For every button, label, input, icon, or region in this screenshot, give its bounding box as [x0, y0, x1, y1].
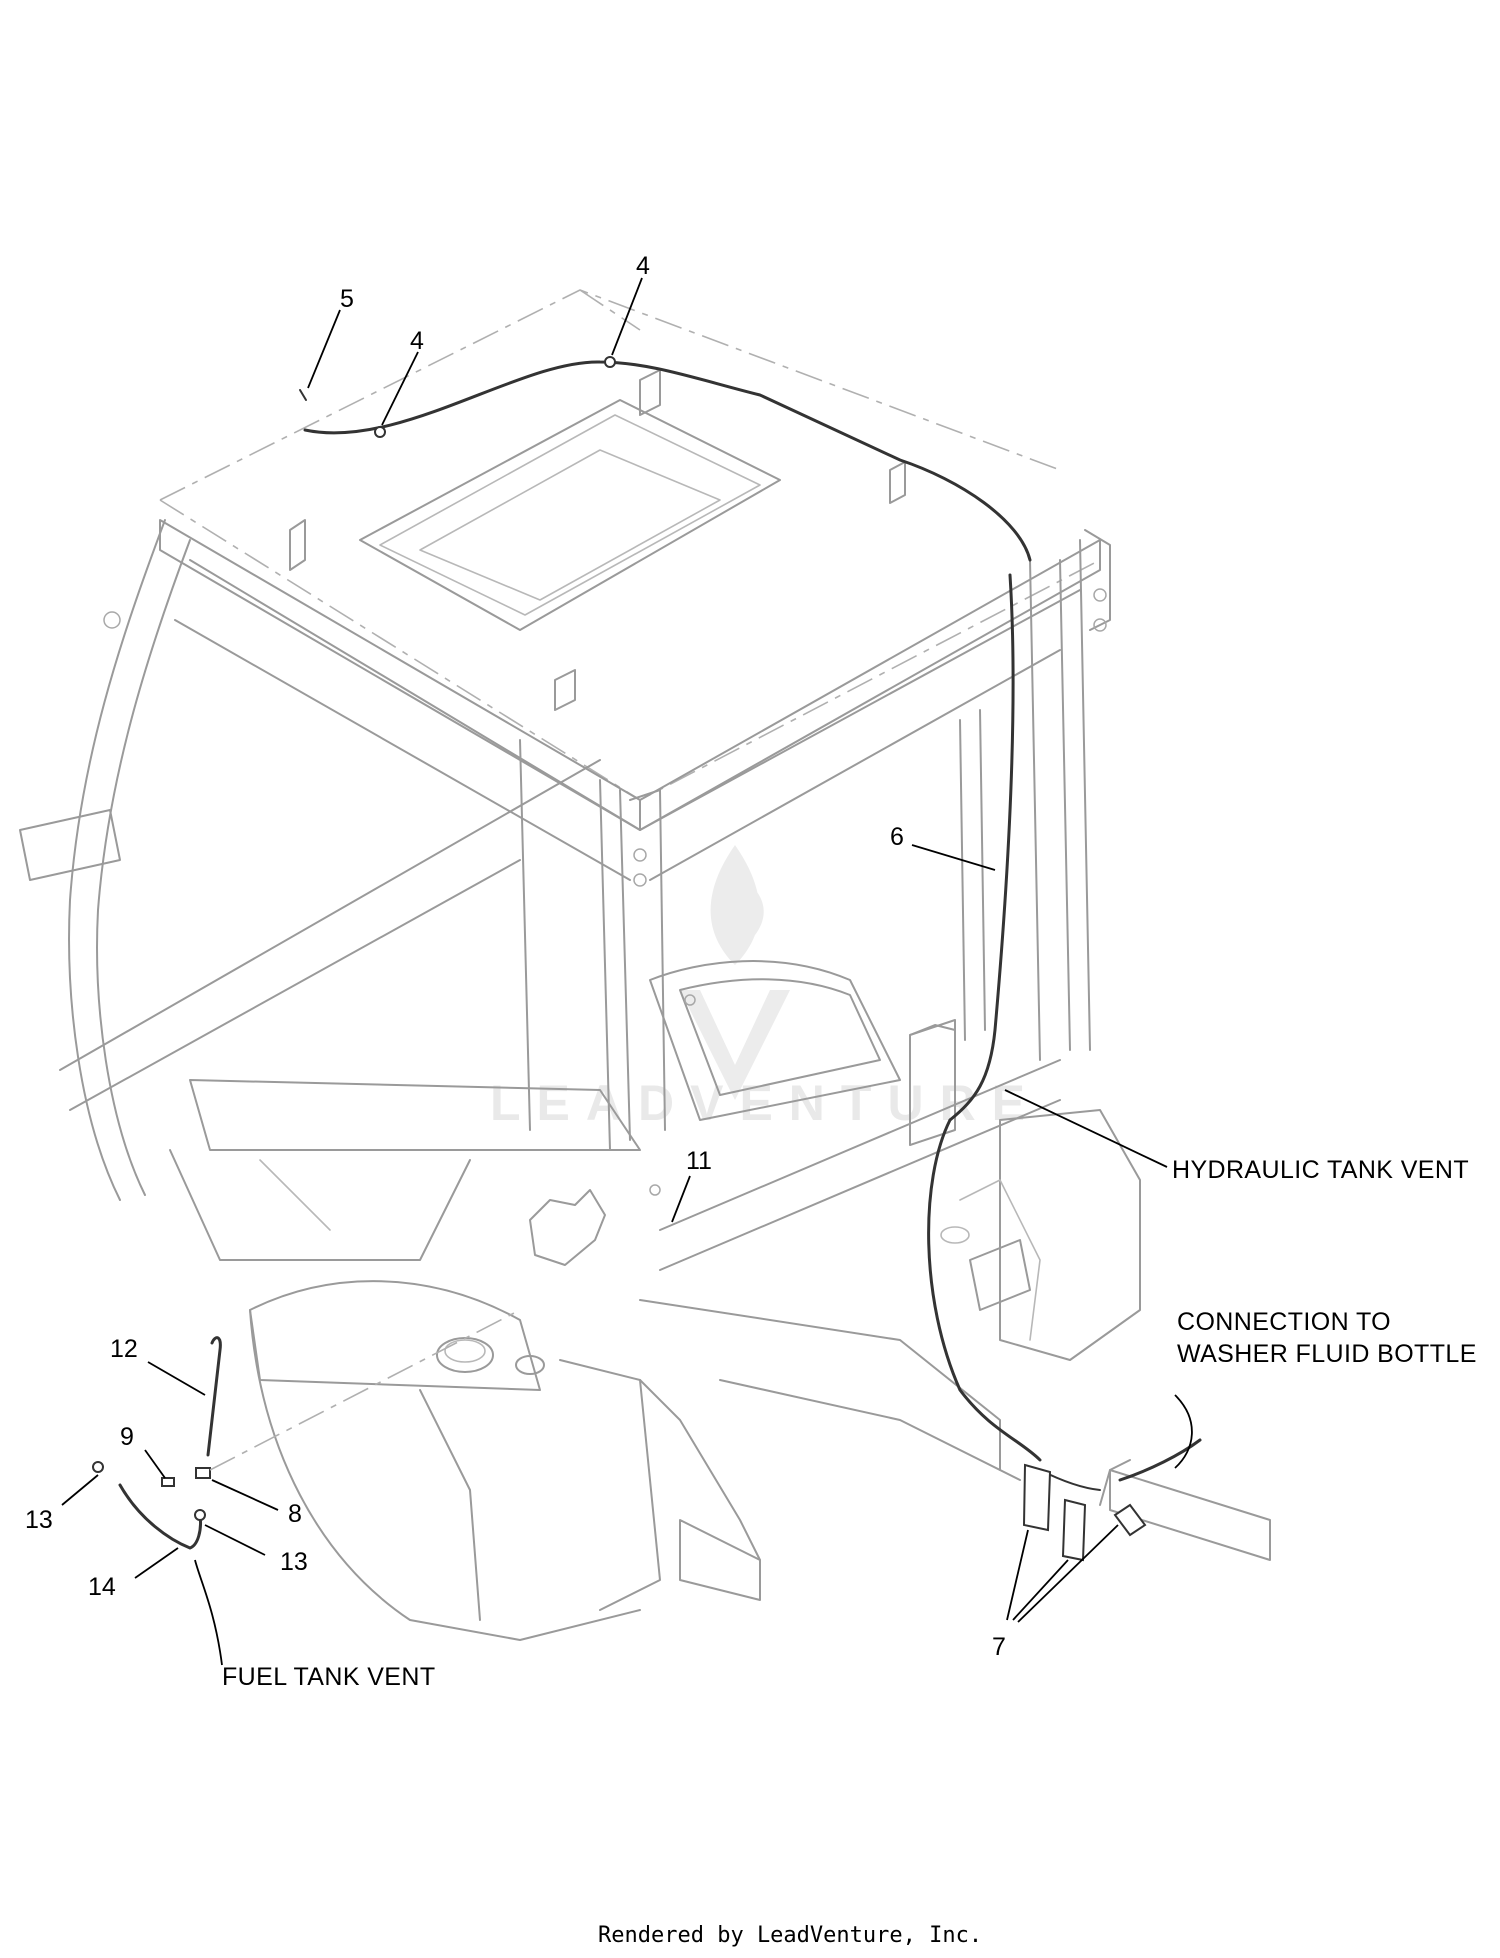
- callout-9: 9: [120, 1423, 134, 1451]
- connection-note-line1: CONNECTION TO: [1177, 1308, 1391, 1336]
- callout-4: 4: [636, 252, 650, 280]
- notes: HYDRAULIC TANK VENT CONNECTION TO WASHER…: [222, 1156, 1477, 1691]
- callout-8: 8: [288, 1500, 302, 1528]
- fuel-tank-vent-note: FUEL TANK VENT: [222, 1663, 436, 1691]
- callout-labels: 5 4 4 6 11 12 9 8 13 13 14 7: [25, 252, 1006, 1661]
- callout-5: 5: [340, 285, 354, 313]
- hydraulic-tank-vent-note: HYDRAULIC TANK VENT: [1172, 1156, 1469, 1184]
- callout-12: 12: [110, 1335, 138, 1363]
- callout-13: 13: [280, 1548, 308, 1576]
- connection-note-line2: WASHER FLUID BOTTLE: [1177, 1340, 1477, 1368]
- fuel-tank-vent-hose: [92, 1309, 521, 1550]
- callout-6: 6: [890, 823, 904, 851]
- watermark-text: LEADVENTURE: [490, 1075, 1041, 1131]
- callout-13: 13: [25, 1506, 53, 1534]
- footer-credit: Rendered by LeadVenture, Inc.: [598, 1923, 982, 1948]
- watermark-logo: LEADVENTURE: [490, 845, 1041, 1131]
- leader-lines: [61, 277, 1193, 1666]
- hydraulic-vent-hose: [299, 356, 1202, 1562]
- cab-frame: [19, 289, 1271, 1641]
- callout-11: 11: [686, 1147, 712, 1175]
- callout-4: 4: [410, 327, 424, 355]
- callout-7: 7: [992, 1633, 1006, 1661]
- callout-14: 14: [88, 1573, 116, 1601]
